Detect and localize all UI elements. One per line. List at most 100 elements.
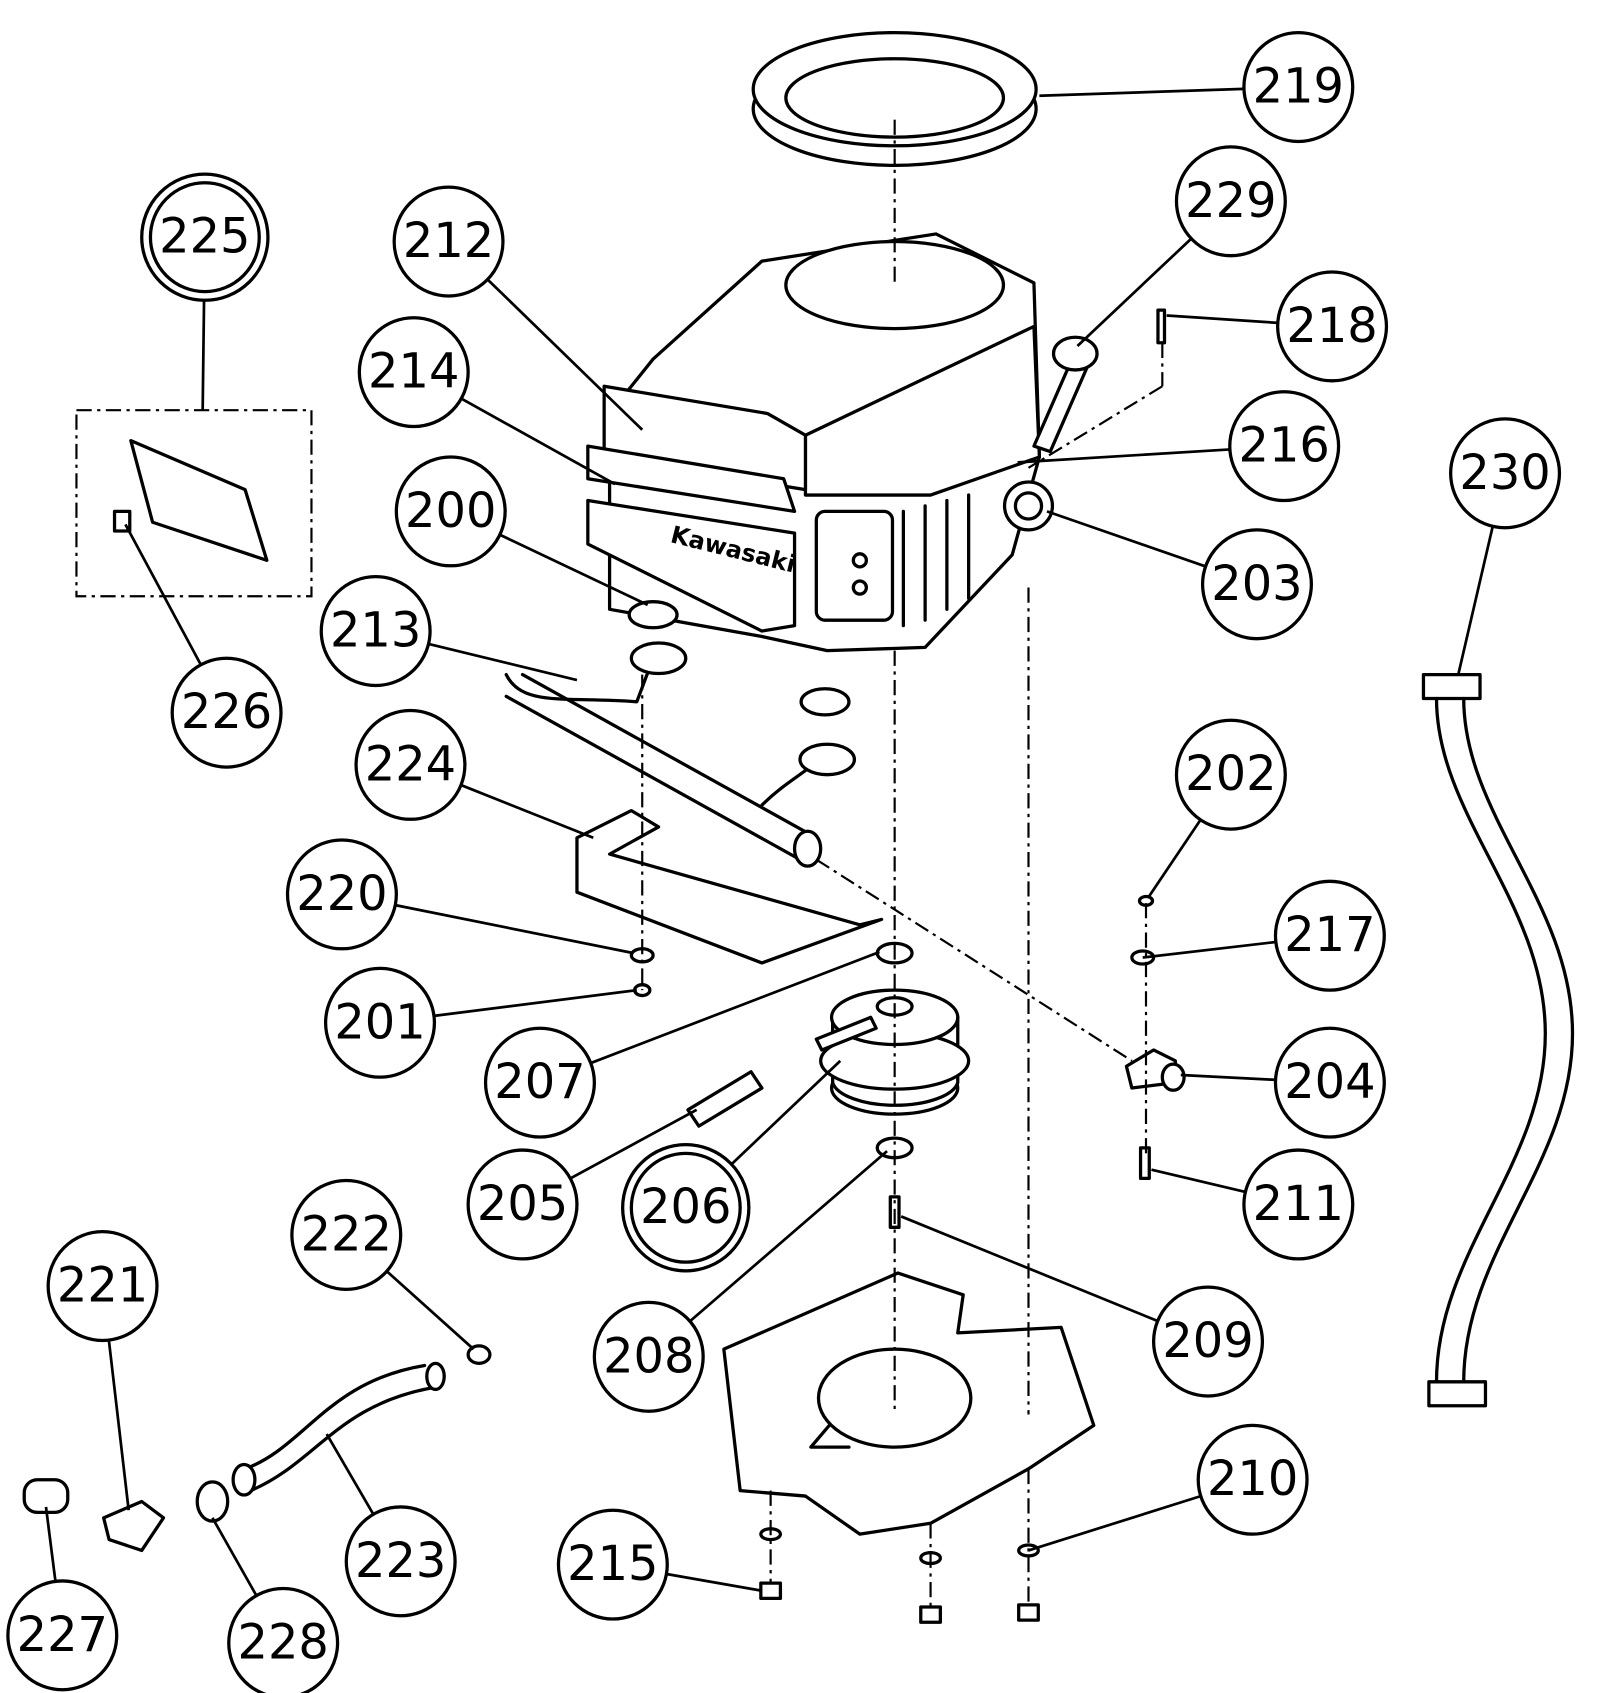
callout-bubble [556,1508,669,1621]
callout-number: 223 [355,1534,446,1589]
callout-number: 216 [1239,419,1330,474]
part-219-ring [751,31,1038,168]
centerlines [641,119,1164,1608]
leader-line [201,291,206,411]
callout-number: 230 [1459,446,1550,501]
callout-205: 205 [466,1108,698,1261]
callout-bubble [392,185,505,298]
callout-200: 200 [394,455,649,607]
leader-line [1046,510,1207,568]
callout-bubble [1242,31,1355,144]
leader-line [211,1517,258,1597]
callout-bubble [354,708,467,821]
callout-226: 226 [124,523,283,769]
leader-line [689,1150,888,1323]
leader-line [1151,1168,1246,1194]
callout-bubble [1200,528,1314,641]
leader-line [666,1572,763,1593]
callout-203: 203 [1046,510,1314,641]
leader-line [486,278,644,431]
callout-227: 227 [6,1506,119,1692]
callout-209: 209 [900,1215,1265,1398]
part-mounting-plate [722,1271,1096,1536]
callout-222: 222 [290,1178,475,1351]
callout-number: 212 [403,214,494,269]
callout-bubble [1276,270,1389,383]
leader-line [1039,87,1244,98]
callout-bubble [290,1178,403,1291]
callout-223: 223 [325,1433,457,1618]
callout-bubble [1273,879,1386,992]
callout-218: 218 [1166,270,1389,383]
callouts: 200 201 202 203 204 205 206 207 208 209 210 211 212 2… [6,31,1562,1693]
callout-number: 218 [1286,299,1377,354]
callout-bubble [323,966,437,1079]
callout-bubble [285,838,398,951]
callout-bubble [357,316,470,429]
callout-number: 222 [301,1207,392,1262]
callout-bubble [394,455,507,568]
callout-bubble [46,1230,159,1343]
callout-bubble [1273,1026,1386,1139]
part-213-exhaust-pipes [504,600,857,868]
callout-bubble [1449,417,1562,530]
callout-number: 200 [405,484,496,539]
leader-line [428,642,578,682]
callout-204: 204 [1180,1026,1386,1139]
part-230-harness [1421,672,1575,1408]
leader-line [1142,940,1276,959]
callout-225: 225 [140,172,270,411]
leader-line [107,1339,131,1511]
callout-number: 226 [181,685,272,740]
part-225-circuit-board [75,409,313,598]
callout-number: 211 [1253,1177,1344,1232]
callout-bubble [227,1586,340,1693]
callout-number: 214 [368,345,459,400]
callout-229: 229 [1076,145,1287,347]
callout-213: 213 [319,575,578,688]
callout-number: 229 [1185,174,1276,229]
leader-line [394,903,634,955]
callout-bubble [483,1026,596,1139]
leader-line [590,950,880,1065]
part-224-bracket [575,808,884,965]
callout-202: 202 [1147,718,1287,899]
callout-210: 210 [1028,1423,1309,1552]
callout-bubble [592,1300,705,1413]
callout-bubble [629,1151,742,1264]
callout-208: 208 [592,1150,888,1413]
callout-number: 213 [330,604,421,659]
callout-bubble [344,1505,457,1618]
callout-number: 207 [494,1055,585,1110]
parts-artwork: Kawasaki [22,31,1575,1624]
callout-201: 201 [323,966,637,1079]
callout-214: 214 [357,316,616,486]
callout-215: 215 [556,1508,763,1621]
callout-number: 206 [640,1180,731,1235]
leader-line [569,1108,698,1180]
callout-206: 206 [621,1059,842,1273]
callout-228: 228 [211,1517,340,1693]
callout-bubble [1151,1285,1265,1398]
callout-bubble [6,1579,119,1692]
callout-220: 220 [285,838,634,955]
callout-number: 221 [57,1259,148,1314]
callout-bubble [1174,718,1287,831]
callout-216: 216 [1017,390,1341,503]
callout-number: 203 [1211,557,1302,612]
part-engine: Kawasaki [586,232,1099,653]
callout-number: 219 [1253,60,1344,115]
leader-line [433,988,637,1018]
callout-number: 225 [159,210,250,265]
leader-line [1180,1073,1276,1082]
leader-line [1028,1494,1202,1552]
leader-line [124,523,203,666]
callout-number: 202 [1185,747,1276,802]
callout-217: 217 [1142,879,1386,992]
leader-line [1147,819,1202,899]
callout-number: 208 [603,1329,694,1384]
callout-bubble [1174,145,1287,258]
leader-line [1166,314,1278,325]
callout-number: 205 [477,1177,568,1232]
callout-bubble [1228,390,1341,503]
